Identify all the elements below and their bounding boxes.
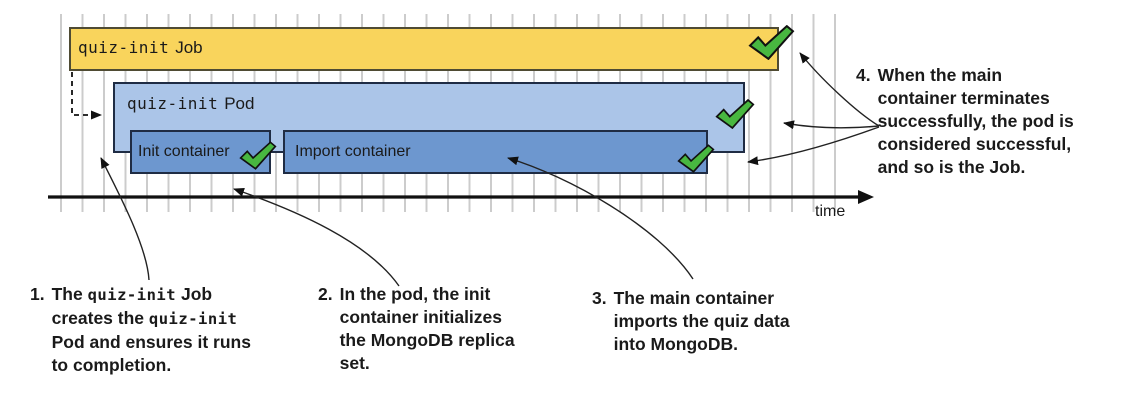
job-kind-label: Job <box>175 38 203 57</box>
annotation-1-number: 1. <box>30 284 45 304</box>
annotation-3-number: 3. <box>592 288 607 308</box>
init-container-label: Init container <box>138 143 230 160</box>
annotation-2-number: 2. <box>318 284 333 304</box>
time-axis-arrowhead-icon <box>858 190 874 204</box>
pod-name-code: quiz-init <box>127 94 219 113</box>
job-name-code: quiz-init <box>78 38 170 57</box>
pod-kind-label: Pod <box>224 94 255 113</box>
pod-bar-label: quiz-init Pod <box>115 84 743 114</box>
import-container-bar: Import container <box>283 130 708 174</box>
annotation-4-number: 4. <box>856 65 871 85</box>
time-axis-label: time <box>815 203 846 220</box>
job-bar: quiz-init Job <box>69 27 779 71</box>
job-bar-label: quiz-init Job <box>71 29 777 58</box>
init-container-bar: Init container <box>130 130 271 174</box>
import-container-label: Import container <box>295 143 411 160</box>
